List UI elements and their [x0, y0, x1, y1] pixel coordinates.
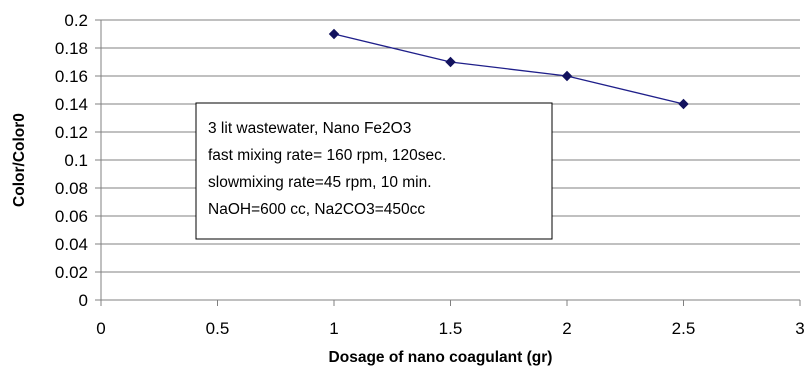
x-axis-title: Dosage of nano coagulant (gr): [329, 349, 553, 366]
annotation-box: 3 lit wastewater, Nano Fe2O3 fast mixing…: [195, 102, 553, 240]
data-point-0-2: [561, 70, 573, 82]
data-series: [328, 28, 689, 110]
y-tick-label-5: 0.1: [64, 151, 88, 170]
series-line-0: [333, 33, 684, 105]
annotation-line-4: NaOH=600 cc, Na2CO3=450cc: [208, 201, 425, 218]
y-tick-label-0: 0: [79, 291, 88, 310]
x-tick-label-1: 0.5: [206, 319, 230, 338]
y-axis-title: Color/Color0: [11, 113, 28, 207]
annotation-line-2: fast mixing rate= 160 rpm, 120sec.: [208, 147, 446, 164]
annotation-line-1: 3 lit wastewater, Nano Fe2O3: [208, 120, 411, 137]
y-tick-label-3: 0.06: [55, 207, 88, 226]
annotation-frame: [195, 102, 553, 240]
y-tick-label-4: 0.08: [55, 179, 88, 198]
y-tick-label-10: 0.2: [64, 11, 88, 30]
x-tick-labels: 0 0.5 1 1.5 2 2.5 3: [96, 300, 805, 338]
data-point-0-3: [678, 98, 689, 110]
x-tick-label-3: 1.5: [439, 319, 463, 338]
y-tick-labels: 0 0.02 0.04 0.06 0.08 0.1 0.12 0.14 0.16 0.18 0.2: [55, 11, 101, 310]
y-tick-label-7: 0.14: [55, 95, 88, 114]
x-tick-label-6: 3: [795, 319, 804, 338]
x-tick-label-0: 0: [96, 319, 105, 338]
x-tick-label-4: 2: [562, 319, 571, 338]
y-tick-label-1: 0.02: [55, 263, 88, 282]
data-point-0-1: [445, 56, 456, 68]
data-point-0-0: [328, 28, 340, 40]
annotation-line-3: slowmixing rate=45 rpm, 10 min.: [208, 174, 432, 191]
x-tick-label-2: 1: [329, 319, 338, 338]
y-tick-label-2: 0.04: [55, 235, 88, 254]
x-tick-label-5: 2.5: [672, 319, 696, 338]
y-tick-label-8: 0.16: [55, 67, 88, 86]
y-tick-label-6: 0.12: [55, 123, 88, 142]
y-tick-label-9: 0.18: [55, 39, 88, 58]
